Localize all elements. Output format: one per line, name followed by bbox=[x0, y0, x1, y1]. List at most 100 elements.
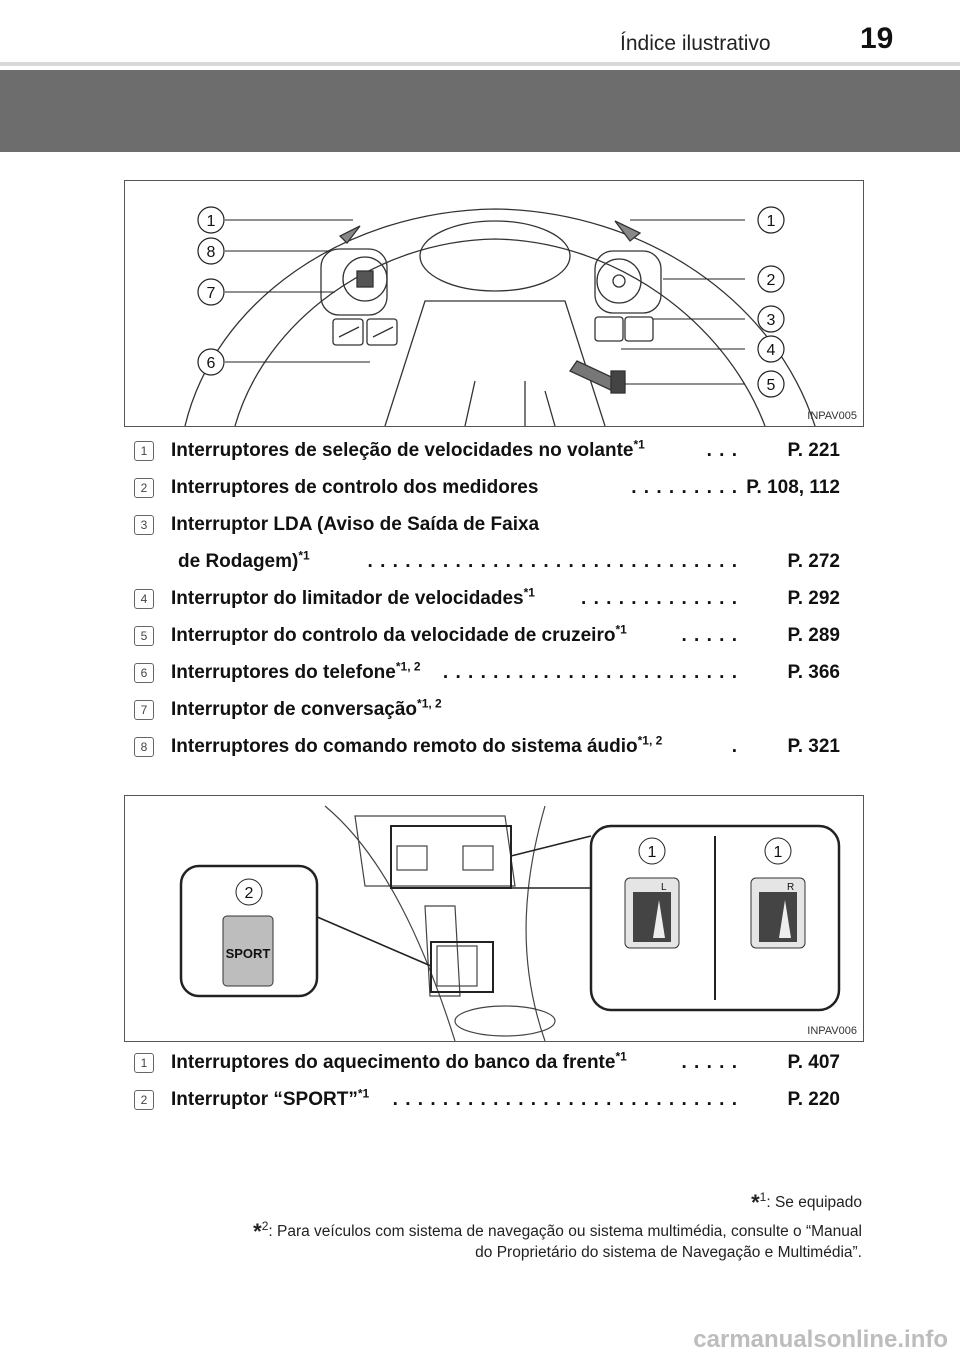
callout-1-right bbox=[757, 206, 785, 234]
item-label: Interruptores do aquecimento do banco da… bbox=[171, 1049, 627, 1073]
list-item: 2 Interruptor “SPORT”*1 . . . . . . . . … bbox=[130, 1081, 850, 1118]
leader-dots: . . . . . . . . . . . . . . . . . . . . … bbox=[442, 662, 738, 683]
page-header: Índice ilustrativo 19 bbox=[0, 0, 960, 66]
figure-code: INPAV006 bbox=[807, 1025, 857, 1037]
callout-3 bbox=[757, 305, 785, 333]
list-item: 7 Interruptor de conversação*1, 2 bbox=[130, 691, 850, 728]
page-reference: P. 272 bbox=[787, 551, 840, 572]
list-item: 4 Interruptor do limitador de velocidade… bbox=[130, 580, 850, 617]
left-paddle bbox=[338, 225, 361, 244]
leader-dots: . . . . . . . . . . . . . . . . . . . . … bbox=[367, 551, 738, 572]
page-reference: P. 321 bbox=[787, 736, 840, 757]
right-paddle bbox=[614, 220, 642, 242]
item-label: Interruptor LDA (Aviso de Saída de Faixa bbox=[171, 514, 540, 535]
callout-1-left bbox=[638, 837, 666, 865]
center-console-illustration: SPORT 2 L R 1 1 bbox=[179, 805, 841, 1041]
callout-2 bbox=[757, 265, 785, 293]
callout-text: 8 bbox=[207, 244, 216, 261]
page-number: 19 bbox=[860, 22, 894, 55]
item-label: Interruptores do comando remoto do siste… bbox=[171, 733, 663, 757]
cupholder bbox=[454, 1005, 556, 1037]
column-lines bbox=[464, 380, 556, 426]
item-number: 1 bbox=[134, 1053, 154, 1073]
seat-switch-left-small bbox=[396, 845, 428, 871]
page-reference: P. 292 bbox=[787, 588, 840, 609]
figure-code: INPAV005 bbox=[807, 410, 857, 422]
sport-button-text: SPORT bbox=[226, 946, 271, 961]
list-item: 6 Interruptores do telefone*1, 2 . . . .… bbox=[130, 654, 850, 691]
item-label: Interruptores do telefone*1, 2 bbox=[171, 659, 421, 683]
page-reference: P. 220 bbox=[787, 1089, 840, 1110]
leader-dots: . . . . . . . . . . . . . bbox=[581, 588, 738, 609]
left-dial bbox=[342, 256, 388, 302]
callout-text: 1 bbox=[774, 844, 783, 861]
sport-highlight bbox=[430, 941, 494, 993]
item-label: Interruptor do controlo da velocidade de… bbox=[171, 622, 627, 646]
wheel-rim-inner bbox=[234, 238, 766, 426]
item-label: Interruptor do limitador de velocidades*… bbox=[171, 585, 535, 609]
page-reference: P. 366 bbox=[787, 662, 840, 683]
watermark: carmanualsonline.info bbox=[693, 1326, 948, 1353]
item-label: Interruptores de seleção de velocidades … bbox=[171, 437, 645, 461]
item-number: 5 bbox=[134, 626, 154, 646]
callout-text: 7 bbox=[207, 285, 216, 302]
callout-text: 2 bbox=[767, 272, 776, 289]
callout-text: 1 bbox=[207, 213, 216, 230]
leader-dots: . . . . . bbox=[681, 1052, 738, 1073]
item-label: Interruptor “SPORT”*1 bbox=[171, 1086, 370, 1110]
callout-7 bbox=[197, 278, 225, 306]
chapter-band bbox=[0, 70, 960, 152]
leader-dots: . . . . . . . . . . . . . . . . . . . . … bbox=[392, 1089, 738, 1110]
item-number: 4 bbox=[134, 589, 154, 609]
list-item: 8 Interruptores do comando remoto do sis… bbox=[130, 728, 850, 765]
right-dial bbox=[596, 258, 642, 304]
seat-label-right: R bbox=[787, 882, 794, 893]
right-switch-pad bbox=[594, 250, 662, 314]
item-number: 1 bbox=[134, 441, 154, 461]
item-label: Interruptor de conversação*1, 2 bbox=[171, 696, 442, 720]
list-item-continuation: de Rodagem)*1 . . . . . . . . . . . . . … bbox=[130, 543, 850, 580]
page-reference: P. 221 bbox=[787, 440, 840, 461]
phone-button-b bbox=[366, 318, 398, 346]
page-reference: P. 407 bbox=[787, 1052, 840, 1073]
meter-button bbox=[624, 316, 654, 342]
seat-switch-right-small bbox=[462, 845, 494, 871]
sport-button bbox=[222, 915, 274, 987]
callout-text: 5 bbox=[767, 377, 776, 394]
list-item: 3 Interruptor LDA (Aviso de Saída de Fai… bbox=[130, 506, 850, 543]
lda-button bbox=[594, 316, 624, 342]
callout-2 bbox=[235, 878, 263, 906]
console-right-edge bbox=[525, 805, 546, 1041]
item-label: Interruptores de controlo dos medidores bbox=[171, 477, 539, 498]
callout-1-left bbox=[197, 206, 225, 234]
callout-text: 2 bbox=[245, 885, 254, 902]
airbag-emblem bbox=[419, 220, 571, 292]
list-item: 1 Interruptores do aquecimento do banco … bbox=[130, 1044, 850, 1081]
console-switch-list: 1 Interruptores do aquecimento do banco … bbox=[130, 1044, 850, 1118]
callout-1-right bbox=[764, 837, 792, 865]
console-left-edge bbox=[324, 805, 456, 1041]
page-reference: P. 289 bbox=[787, 625, 840, 646]
list-item: 2 Interruptores de controlo dos medidore… bbox=[130, 469, 850, 506]
callout-text: 1 bbox=[767, 213, 776, 230]
list-item: 5 Interruptor do controlo da velocidade … bbox=[130, 617, 850, 654]
callout-5 bbox=[757, 370, 785, 398]
item-number: 2 bbox=[134, 1090, 154, 1110]
leader-dots: . . . bbox=[706, 440, 738, 461]
steering-switch-list: 1 Interruptores de seleção de velocidade… bbox=[130, 432, 850, 765]
left-dial-center bbox=[356, 270, 374, 288]
left-switch-pad bbox=[320, 248, 388, 316]
callout-text: 3 bbox=[767, 312, 776, 329]
item-number: 3 bbox=[134, 515, 154, 535]
item-number: 2 bbox=[134, 478, 154, 498]
seat-heater-dial-left bbox=[633, 892, 671, 942]
callout-8 bbox=[197, 237, 225, 265]
footnote-1: *1: Se equipado bbox=[751, 1189, 862, 1215]
leader-dots: . bbox=[731, 736, 738, 757]
gear-shifter bbox=[424, 905, 461, 997]
steering-wheel-illustration: 1 8 7 6 1 2 3 4 5 bbox=[184, 206, 816, 426]
seat-label-left: L bbox=[661, 882, 667, 893]
callout-text: 4 bbox=[767, 342, 776, 359]
callout-6 bbox=[197, 348, 225, 376]
center-console-figure: SPORT 2 L R 1 1 INPAV006 bbox=[124, 795, 864, 1042]
